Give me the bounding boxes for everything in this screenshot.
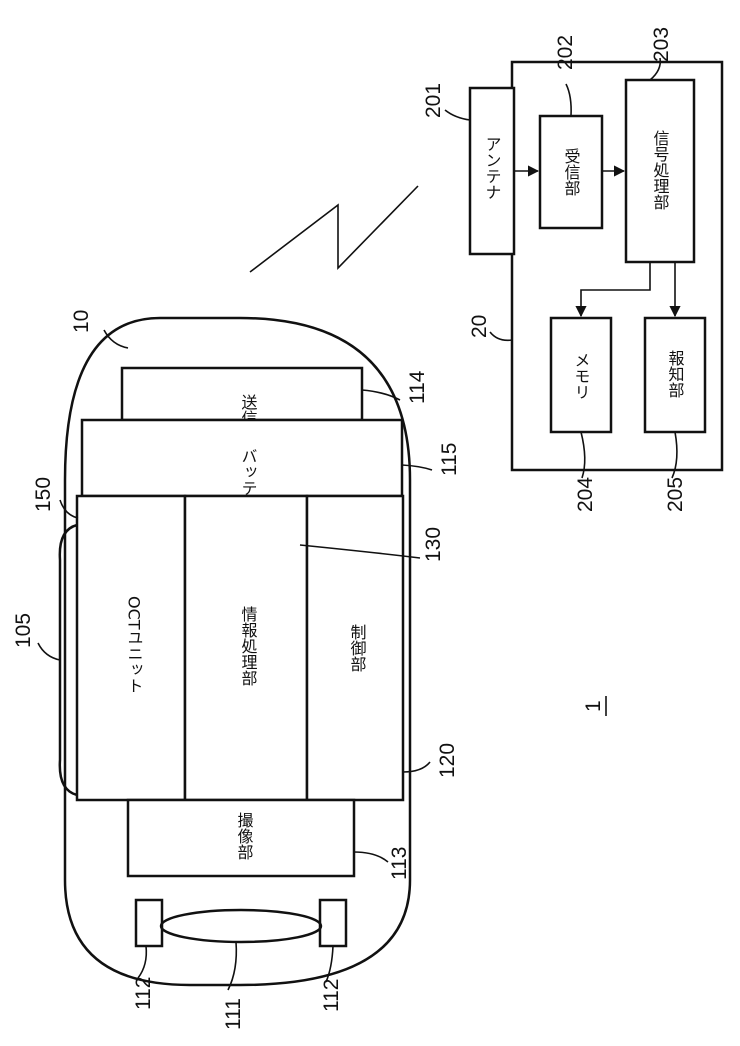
imaging-label: 撮像部 (235, 812, 254, 860)
memory-label: メモリ (572, 352, 591, 400)
ref-112-left: 112 (132, 977, 155, 1010)
ref-system: 1 (582, 700, 605, 712)
ref-204: 204 (574, 477, 597, 512)
ref-205: 205 (664, 477, 687, 512)
notification-label: 報知部 (666, 350, 685, 398)
leader-113 (354, 852, 388, 862)
ref-203: 203 (650, 27, 673, 62)
info-processing-label: 情報処理部 (239, 606, 258, 686)
ref-202: 202 (554, 35, 577, 70)
leader-10 (104, 330, 128, 348)
oct-unit-label: OCTユニット (125, 596, 144, 694)
oct-lens-bulge (60, 525, 77, 795)
light-left (136, 900, 162, 946)
ref-111: 111 (222, 998, 245, 1030)
leader-20 (490, 332, 512, 340)
leader-112-left (138, 946, 146, 978)
ref-115: 115 (438, 443, 461, 476)
ref-130: 130 (422, 527, 445, 562)
controller-label: 制御部 (348, 624, 367, 672)
receiving-label: 受信部 (562, 148, 581, 196)
ref-112-right: 112 (320, 979, 343, 1012)
leader-150 (60, 500, 78, 518)
light-right (320, 900, 346, 946)
ref-20: 20 (468, 315, 491, 338)
antenna-label: アンテナ (483, 136, 502, 200)
leader-115 (402, 465, 432, 470)
wireless-signal-symbol (250, 186, 418, 272)
ref-201: 201 (422, 83, 445, 118)
leader-111 (228, 942, 236, 990)
ref-10: 10 (70, 310, 93, 333)
leader-201 (445, 110, 470, 120)
camera-lens (161, 910, 321, 942)
leader-120 (403, 762, 430, 772)
ref-120: 120 (436, 743, 459, 778)
signal-processing-label: 信号処理部 (651, 130, 670, 210)
leader-105 (38, 643, 60, 660)
ref-150: 150 (32, 477, 55, 512)
ref-114: 114 (406, 370, 429, 404)
ref-113: 113 (388, 847, 411, 880)
ref-105: 105 (12, 613, 35, 648)
